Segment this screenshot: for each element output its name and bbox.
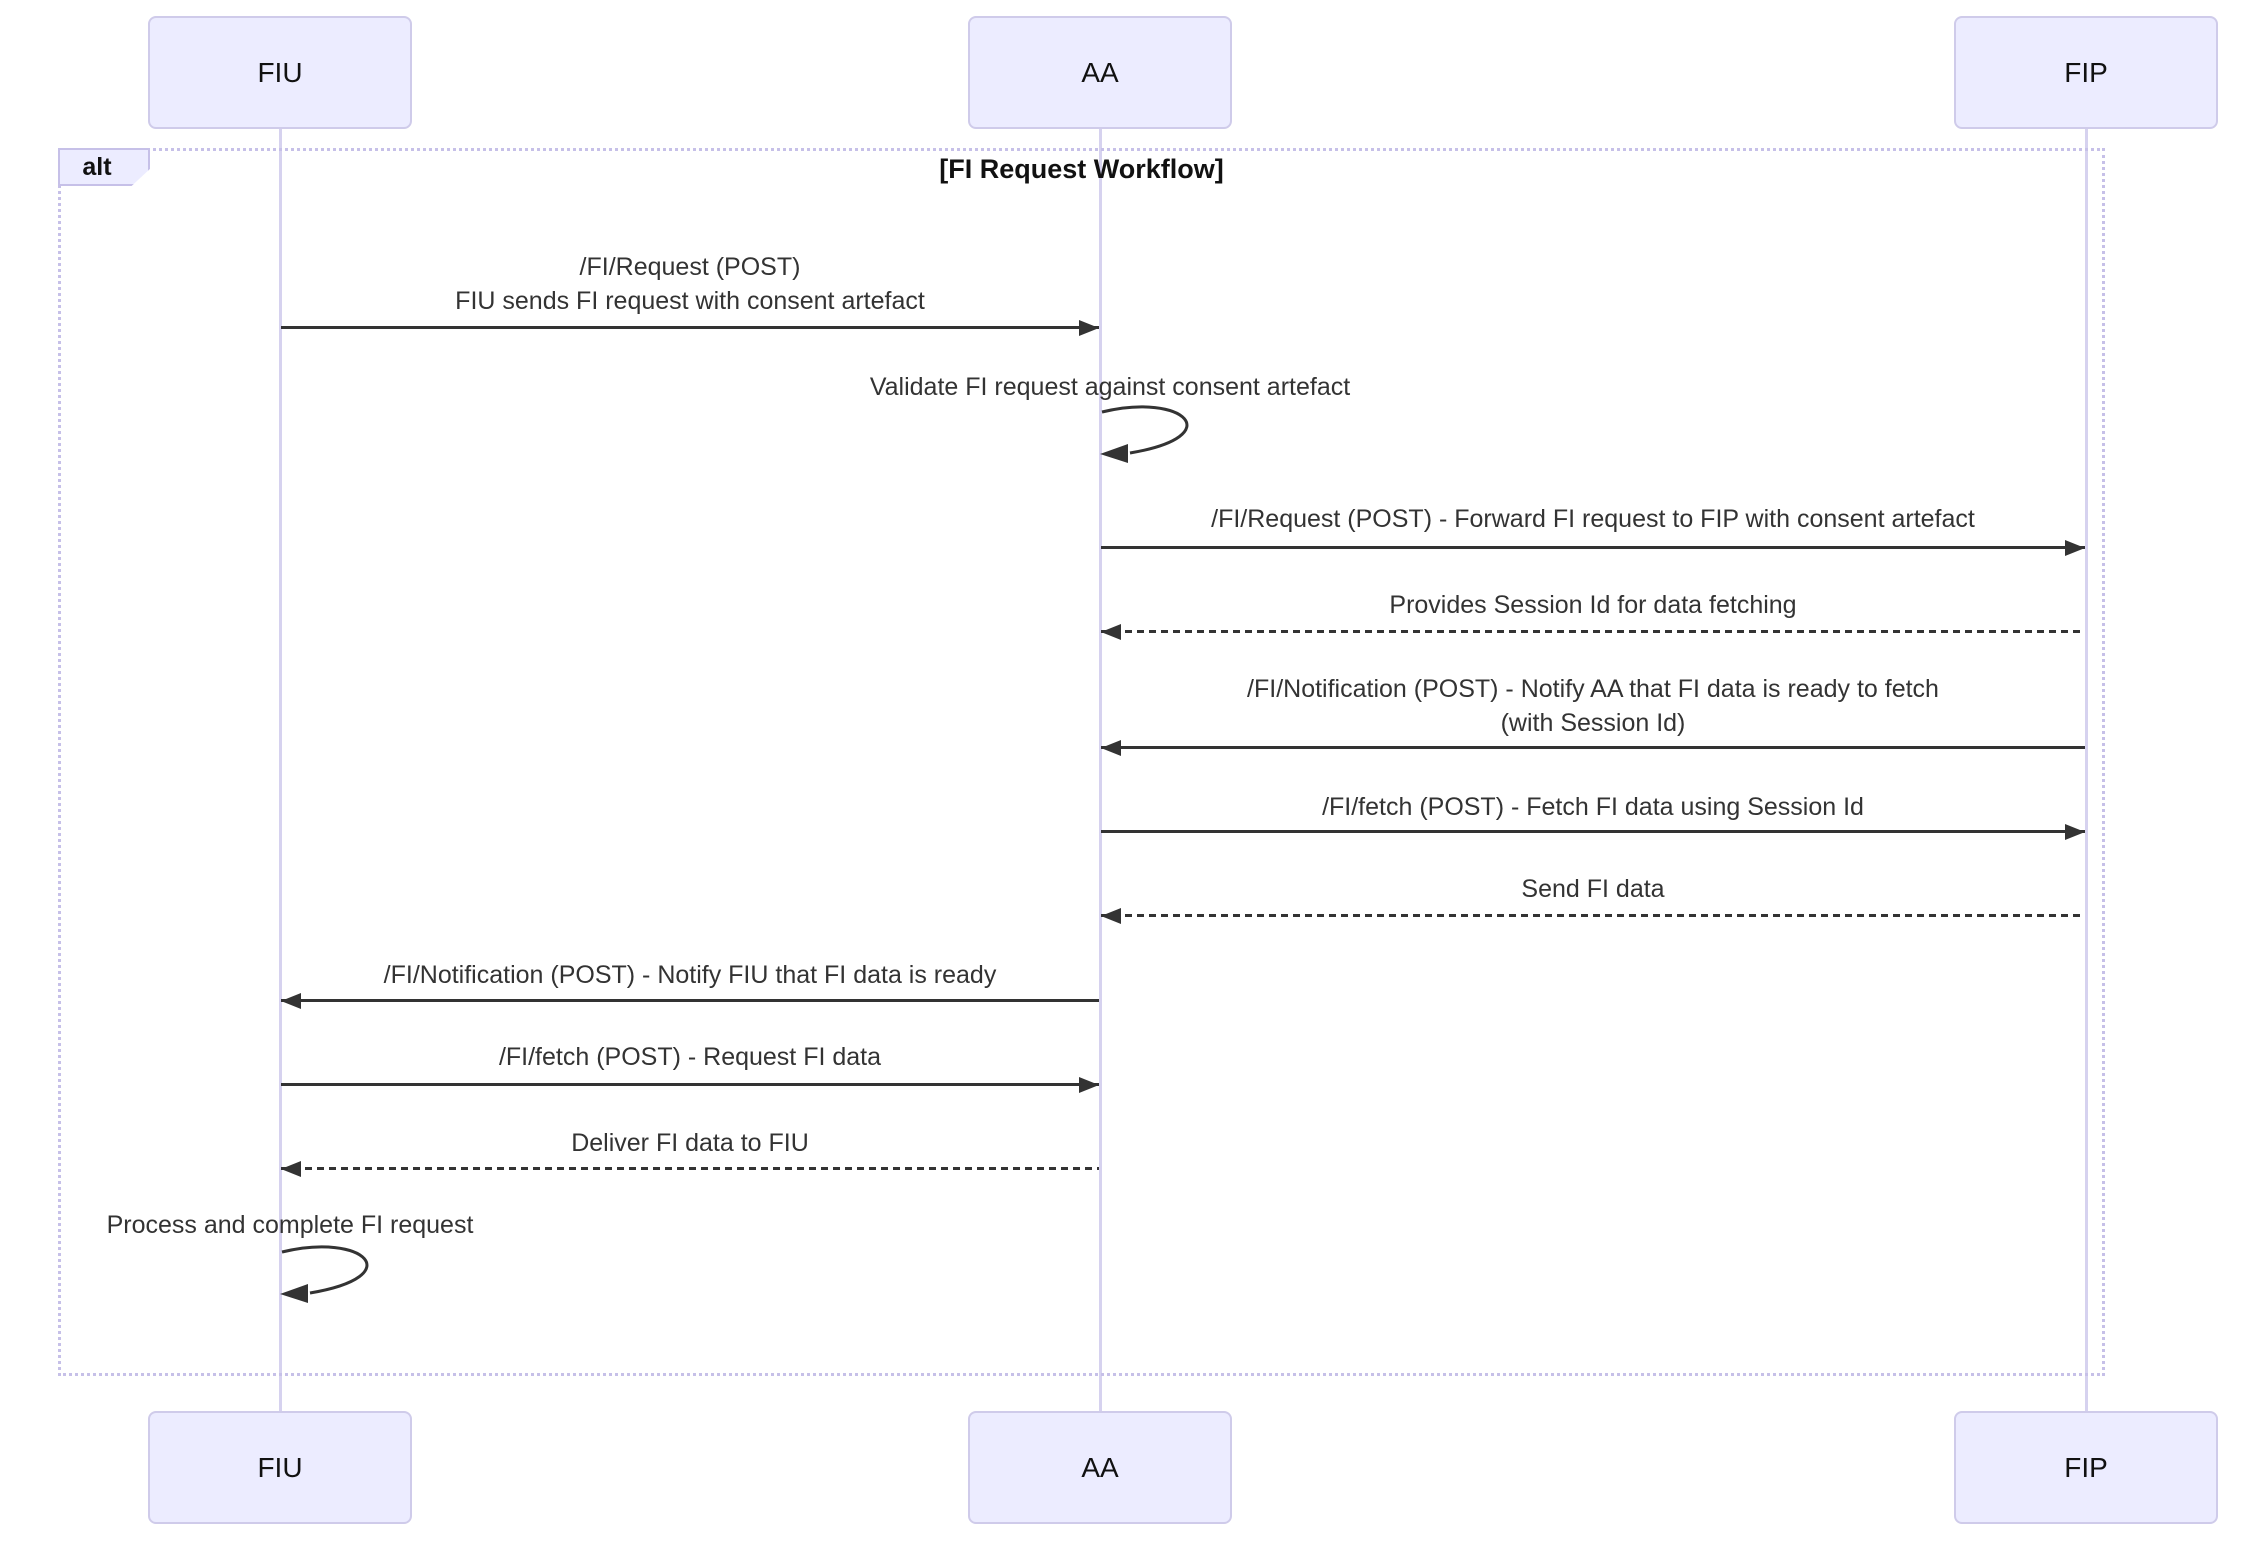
- actor-top-fip: FIP: [1954, 16, 2218, 129]
- actor-label-aa: AA: [1081, 56, 1119, 88]
- message-9-arrowhead: [1079, 1077, 1099, 1093]
- message-5-label: /FI/Notification (POST) - Notify AA that…: [1100, 672, 2086, 740]
- actor-label-fiu: FIU: [257, 56, 303, 88]
- message-10-arrowhead: [281, 1161, 301, 1177]
- message-11-label: Process and complete FI request: [106, 1211, 474, 1239]
- message-7-arrowhead: [1101, 908, 1121, 924]
- message-6-arrow: [1101, 830, 2085, 833]
- message-1-arrowhead: [1079, 320, 1099, 336]
- message-4-arrow: [1101, 630, 2085, 633]
- message-6-label: /FI/fetch (POST) - Fetch FI data using S…: [1322, 793, 1864, 821]
- message-8-arrowhead: [281, 993, 301, 1009]
- actor-top-aa: AA: [968, 16, 1232, 129]
- actor-bottom-fiu: FIU: [148, 1411, 412, 1524]
- alt-condition-title: [FI Request Workflow]: [939, 154, 1224, 184]
- actor-bottom-aa: AA: [968, 1411, 1232, 1524]
- message-10-arrow: [281, 1167, 1099, 1170]
- message-9-arrow: [281, 1083, 1099, 1086]
- message-3-label: /FI/Request (POST) - Forward FI request …: [1211, 505, 1975, 533]
- message-1-label: /FI/Request (POST) FIU sends FI request …: [280, 250, 1100, 318]
- alt-frame: [58, 148, 2105, 1376]
- message-8-arrow: [281, 999, 1099, 1002]
- message-11-self-loop: [280, 1245, 369, 1303]
- actor-label-fip-bottom: FIP: [2064, 1451, 2108, 1483]
- alt-operator-label: alt: [82, 152, 112, 181]
- message-7-label: Send FI data: [1521, 875, 1665, 903]
- message-5-arrowhead: [1101, 740, 1121, 756]
- message-2-label: Validate FI request against consent arte…: [869, 373, 1351, 401]
- message-3-arrowhead: [2065, 540, 2085, 556]
- message-4-arrowhead: [1101, 624, 1121, 640]
- message-5-line2: (with Session Id): [1500, 709, 1686, 737]
- lifeline-fip: [2085, 129, 2088, 1412]
- actor-label-aa-bottom: AA: [1081, 1451, 1119, 1483]
- message-4-label: Provides Session Id for data fetching: [1389, 591, 1797, 619]
- message-6-arrowhead: [2065, 824, 2085, 840]
- actor-bottom-fip: FIP: [1954, 1411, 2218, 1524]
- message-1-line2: FIU sends FI request with consent artefa…: [455, 287, 925, 315]
- actor-label-fip: FIP: [2064, 56, 2108, 88]
- message-3-arrow: [1101, 546, 2085, 549]
- message-5-arrow: [1101, 746, 2085, 749]
- message-10-label: Deliver FI data to FIU: [571, 1129, 809, 1157]
- message-1-line1: /FI/Request (POST): [579, 253, 801, 281]
- actor-label-fiu-bottom: FIU: [257, 1451, 303, 1483]
- message-8-label: /FI/Notification (POST) - Notify FIU tha…: [383, 961, 997, 989]
- lifeline-aa: [1099, 129, 1102, 1412]
- message-7-arrow: [1101, 914, 2085, 917]
- lifeline-fiu: [279, 129, 282, 1412]
- message-9-label: /FI/fetch (POST) - Request FI data: [498, 1043, 882, 1071]
- message-1-arrow: [281, 326, 1099, 329]
- message-5-line1: /FI/Notification (POST) - Notify AA that…: [1247, 675, 1939, 703]
- actor-top-fiu: FIU: [148, 16, 412, 129]
- alt-operator-tab: alt: [58, 148, 150, 186]
- message-2-self-loop: [1100, 405, 1189, 463]
